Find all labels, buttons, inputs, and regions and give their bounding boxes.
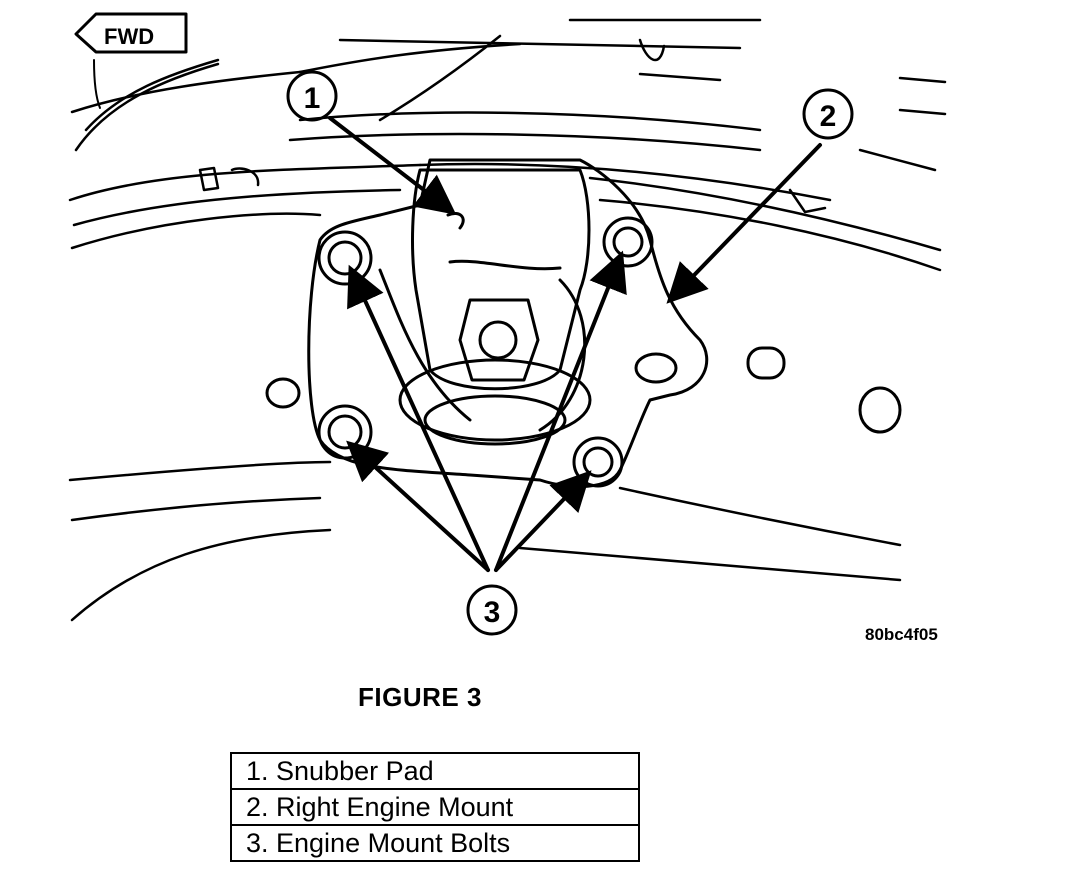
body-structure-lines [68, 18, 947, 622]
legend-row: 3. Engine Mount Bolts [230, 824, 640, 862]
figure-caption: FIGURE 3 [358, 682, 482, 712]
frame-holes [265, 346, 902, 434]
left-arrow-icon [74, 12, 188, 54]
legend-table: 1. Snubber Pad 2. Right Engine Mount 3. … [230, 752, 640, 862]
legend-item-2: 2. Right Engine Mount [230, 788, 640, 826]
callout-3: 3 [346, 250, 627, 636]
image-code: 80bc4f05 [865, 625, 938, 644]
legend-row: 1. Snubber Pad [230, 752, 640, 790]
right-engine-mount [307, 158, 709, 489]
legend-row: 2. Right Engine Mount [230, 788, 640, 826]
callout-2-label: 2 [820, 100, 837, 133]
fwd-label: FWD [104, 24, 154, 49]
bolt-hole-upper-right [612, 226, 644, 258]
fwd-direction-tag: FWD [74, 12, 188, 109]
bolt-hole-lower-right [582, 446, 614, 478]
callout-1: 1 [286, 70, 457, 215]
bolt-hole-lower-left [327, 414, 363, 450]
legend-item-3: 3. Engine Mount Bolts [230, 824, 640, 862]
engine-mount-illustration: FWD [68, 12, 947, 644]
callout-3-label: 3 [484, 596, 501, 629]
snubber-pad [411, 168, 591, 391]
callout-1-label: 1 [304, 82, 321, 115]
bolt-hole-upper-left [327, 240, 363, 276]
callout-2: 2 [666, 88, 854, 304]
legend-item-1: 1. Snubber Pad [230, 752, 640, 790]
